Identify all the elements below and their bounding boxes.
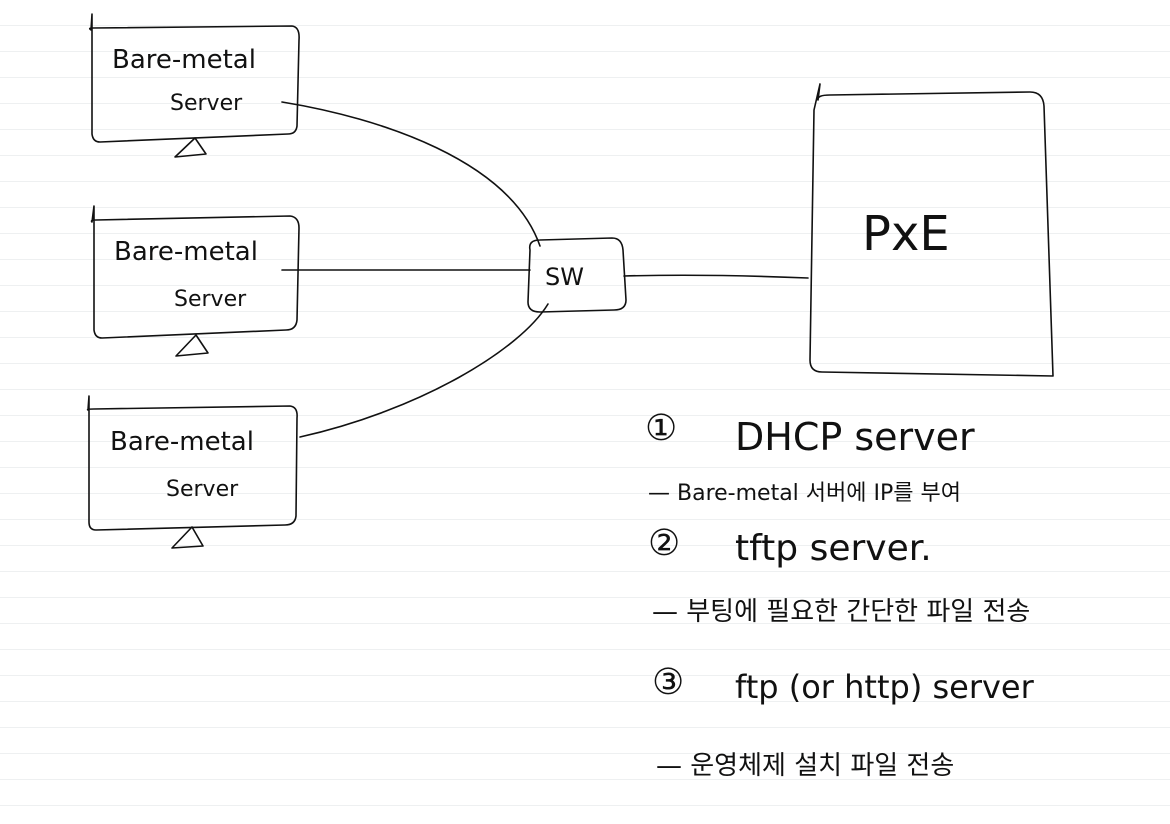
note-1-desc: — Bare-metal 서버에 IP를 부여 (648, 481, 961, 506)
server-1-stand (174, 137, 207, 158)
server-1-label-line2: Server (170, 91, 243, 116)
server-2-stand (175, 334, 209, 357)
pxe-label: PxE (862, 206, 950, 262)
server-3-label-line2: Server (166, 477, 239, 502)
note-2-marker: ② (648, 523, 680, 564)
note-1-marker: ① (645, 408, 677, 449)
link-server3-switch (299, 303, 549, 438)
link-server1-switch (281, 101, 541, 247)
switch-label: SW (545, 263, 584, 291)
note-2-desc: — 부팅에 필요한 간단한 파일 전송 (652, 597, 1030, 627)
server-node-2 (90, 205, 300, 357)
note-3-title: ftp (or http) server (735, 668, 1035, 706)
server-3-box (86, 395, 298, 531)
server-node-1 (88, 13, 300, 158)
note-1-title: DHCP server (735, 415, 975, 459)
note-3-marker: ③ (652, 662, 684, 703)
server-1-box (88, 13, 300, 143)
server-3-label-line1: Bare-metal (110, 427, 254, 457)
server-2-box (90, 205, 300, 339)
note-2-title: tftp server. (735, 528, 932, 569)
note-3-desc: — 운영체제 설치 파일 전송 (656, 751, 954, 781)
link-switch-pxe (623, 274, 809, 279)
server-2-label-line1: Bare-metal (114, 237, 258, 267)
pxe-server-box (809, 83, 1054, 377)
server-3-stand (171, 526, 204, 549)
server-1-label-line1: Bare-metal (112, 45, 256, 75)
switch-box (527, 237, 627, 313)
server-2-label-line2: Server (174, 287, 247, 312)
server-node-3 (86, 395, 298, 549)
